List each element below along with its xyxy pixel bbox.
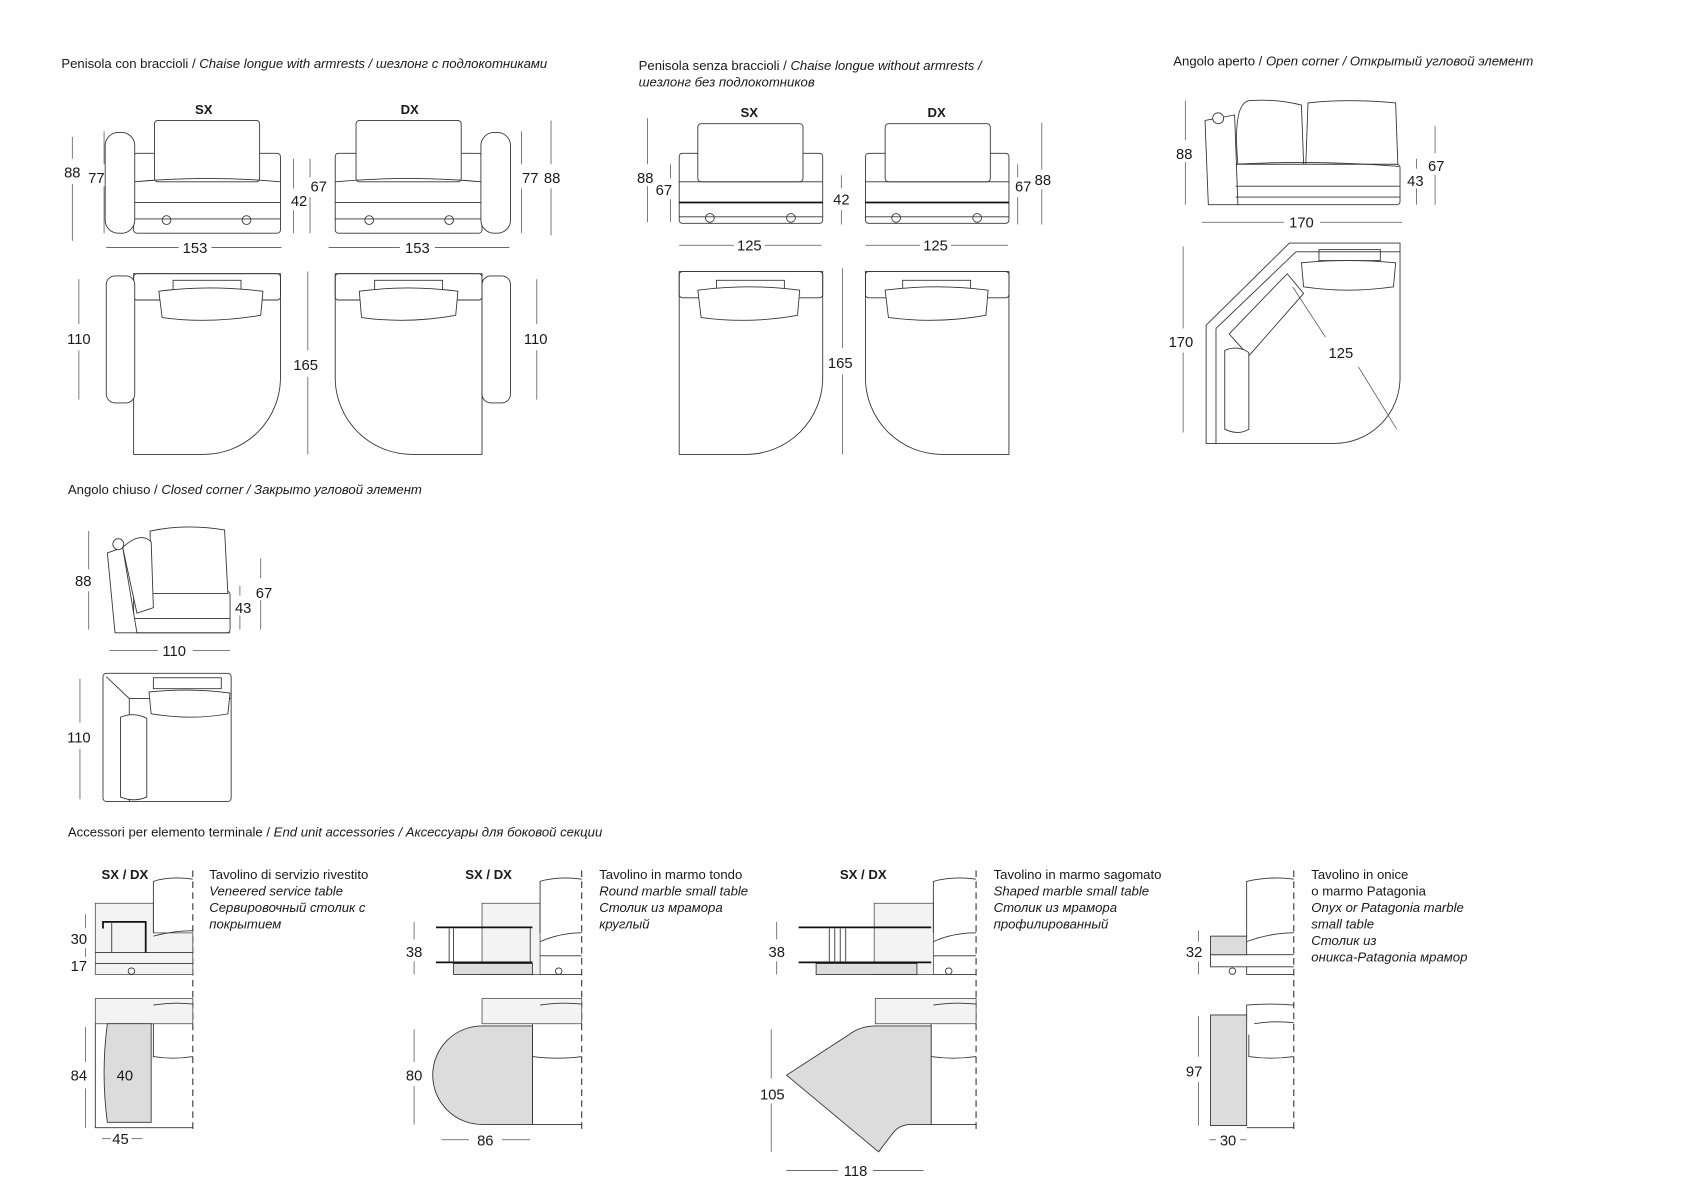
plan-view-dx: [334, 273, 538, 455]
plan-view: [1182, 242, 1401, 444]
front-view: [1184, 99, 1436, 223]
dim-height-total: 88: [64, 165, 80, 181]
dim-depth: 170: [1169, 335, 1194, 351]
front-view-sx: [647, 118, 842, 246]
name-ru: Столик из: [1311, 933, 1376, 948]
name-en: Round marble small table: [599, 884, 748, 899]
dim-height: 38: [406, 945, 422, 961]
dim-height: 38: [768, 945, 784, 961]
dim-depth: 110: [67, 730, 91, 746]
name-ru: Столик из мрамора: [599, 900, 722, 915]
dim-arm-depth: 110: [67, 332, 91, 348]
front-view-dx: [864, 122, 1043, 246]
dim-width: 170: [1289, 216, 1314, 232]
front-view-sx: [71, 120, 294, 248]
label-sx-dx: SX / DX: [102, 867, 149, 882]
dim-depth: 165: [293, 358, 318, 374]
label-sx-dx: SX / DX: [465, 867, 512, 882]
dim-seat-height: 43: [235, 601, 251, 617]
dim-height-total: 88: [637, 171, 653, 187]
section-chaise-with-armrests: Penisola con braccioli / Chaise longue w…: [61, 56, 560, 455]
front-view: [88, 526, 262, 651]
dim-back-height: 67: [1428, 159, 1444, 175]
name-ru: покрытием: [209, 916, 281, 931]
dim-seat-height: 42: [833, 193, 849, 209]
dim-width: 125: [923, 239, 948, 255]
dim-width: 86: [477, 1133, 493, 1149]
section-title: Penisola con braccioli / Chaise longue w…: [61, 56, 548, 71]
dim-seat-height: 43: [1407, 174, 1423, 190]
dim-height-total: 88: [75, 574, 91, 590]
label-dx: DX: [928, 105, 946, 120]
dim-width: 30: [1220, 1133, 1236, 1149]
name-en: small table: [1311, 916, 1374, 931]
plan-view-sx: [78, 271, 309, 455]
label-sx: SX: [741, 105, 759, 120]
section-title: Angolo aperto / Open corner / Открытый у…: [1173, 54, 1533, 69]
dim-height: 32: [1186, 945, 1202, 961]
dim-height-total: 88: [1035, 173, 1051, 189]
label-sx-dx: SX / DX: [840, 867, 887, 882]
dim-back-height: 67: [1015, 180, 1031, 196]
dim-width: 45: [112, 1132, 128, 1148]
section-title: Penisola senza braccioli / Chaise longue…: [639, 58, 983, 73]
section-open-corner: Angolo aperto / Open corner / Открытый у…: [1169, 54, 1533, 444]
name-ru: круглый: [599, 916, 650, 931]
name-en: Onyx or Patagonia marble: [1311, 900, 1464, 915]
accessory-onyx-table: 32 97 30 Tavolino in onice o marmo Patag…: [1186, 867, 1468, 1149]
front-view-dx: [309, 120, 552, 248]
name-ru: Столик из мрамора: [994, 900, 1117, 915]
name-it: Tavolino di servizio rivestito: [209, 867, 368, 882]
label-dx: DX: [401, 102, 419, 117]
section-title: Accessori per elemento terminale / End u…: [68, 824, 603, 839]
dim-width: 110: [162, 644, 186, 660]
label-sx: SX: [195, 102, 213, 117]
dim-table-height: 30: [71, 932, 87, 948]
name-it: Tavolino in marmo sagomato: [994, 867, 1162, 882]
dim-width: 153: [405, 241, 430, 257]
dim-width: 118: [844, 1164, 868, 1180]
accessory-round-marble-table: SX / DX 38 80 86 Tavolino in marmo tondo…: [406, 867, 748, 1149]
dim-inner-width: 40: [117, 1069, 133, 1085]
dim-depth: 165: [828, 356, 853, 372]
name-it: o marmo Patagonia: [1311, 884, 1426, 899]
plan-view-dx: [864, 271, 1010, 455]
accessory-service-table: SX / DX 30 17 84 40 45 Tavolino di servi…: [71, 867, 369, 1148]
dim-width: 153: [183, 241, 208, 257]
name-it: Tavolino in marmo tondo: [599, 867, 742, 882]
name-ru: Сервировочный столик с: [209, 900, 366, 915]
dim-back-height: 67: [656, 183, 672, 199]
dim-arm-height: 77: [88, 171, 104, 187]
plan-view: [79, 672, 232, 802]
name-en: Shaped marble small table: [994, 884, 1149, 899]
dim-arm-depth: 110: [524, 332, 548, 348]
section-closed-corner: Angolo chiuso / Closed corner / Закрыто …: [67, 482, 422, 802]
name-en: Veneered service table: [209, 884, 343, 899]
dim-diagonal: 125: [1329, 346, 1354, 362]
plan-view-sx: [678, 268, 843, 455]
section-title: Angolo chiuso / Closed corner / Закрыто …: [68, 482, 422, 497]
dim-height-total: 88: [1176, 147, 1192, 163]
dim-height-total: 88: [544, 171, 560, 187]
dim-depth: 97: [1186, 1064, 1202, 1080]
dim-depth: 80: [406, 1069, 422, 1085]
dim-width: 125: [737, 239, 762, 255]
section-accessories: Accessori per elemento terminale / End u…: [68, 824, 1467, 1179]
dim-seat-height: 42: [291, 194, 307, 210]
dim-arm-height: 77: [522, 171, 538, 187]
dim-base-height: 17: [71, 959, 87, 975]
name-ru: профилированный: [994, 916, 1109, 931]
dim-depth: 84: [71, 1069, 87, 1085]
accessory-shaped-marble-table: SX / DX 38 105 118 Tavolino in marmo sag…: [760, 867, 1161, 1180]
dim-back-height: 67: [256, 586, 272, 602]
section-chaise-without-armrests: Penisola senza braccioli / Chaise longue…: [637, 58, 1051, 455]
name-it: Tavolino in onice: [1311, 867, 1408, 882]
dim-depth: 105: [760, 1087, 785, 1103]
name-ru: оникса-Patagonia мрамор: [1311, 949, 1467, 964]
section-title-ru: шезлонг без подлокотников: [639, 74, 815, 89]
dim-back-height: 67: [311, 180, 327, 196]
